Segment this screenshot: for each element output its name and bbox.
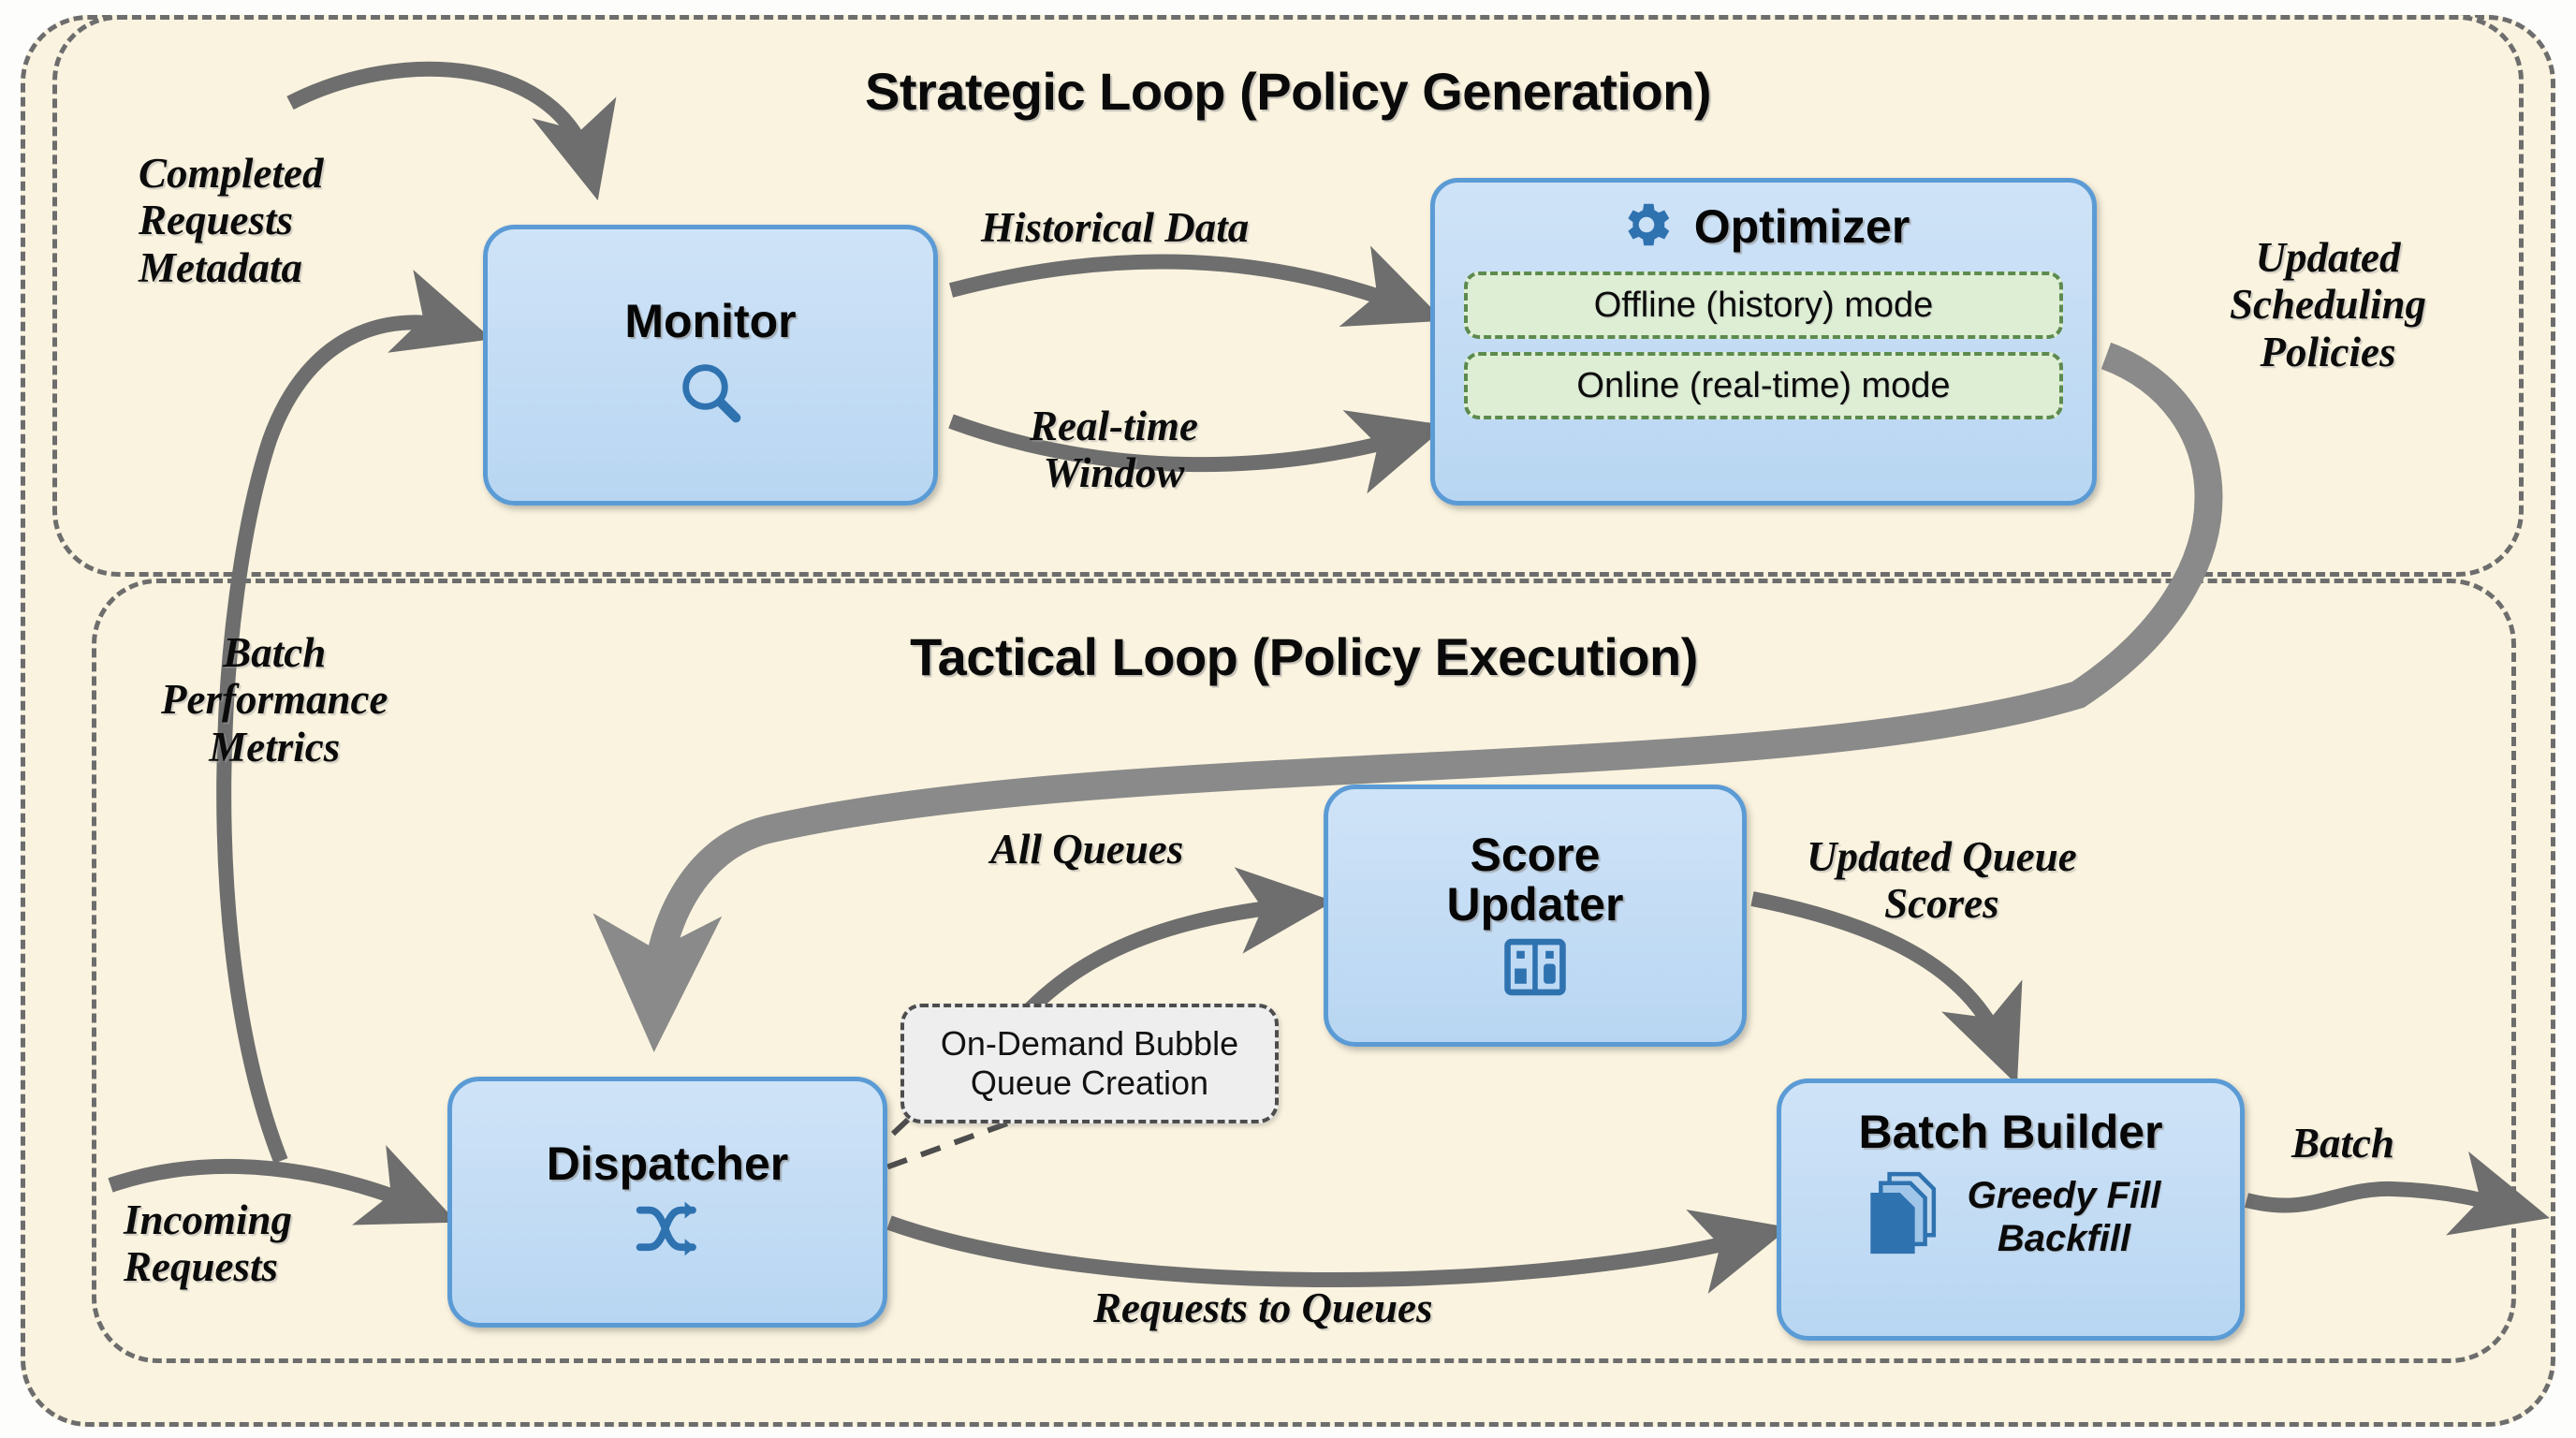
edge-label-batch: Batch xyxy=(2291,1120,2395,1167)
node-batch-builder[interactable]: Batch Builder Greedy Fill Backfill xyxy=(1777,1078,2245,1341)
optimizer-header: Optimizer xyxy=(1617,196,1910,258)
strategic-loop-title: Strategic Loop (Policy Generation) xyxy=(864,62,1712,121)
node-optimizer[interactable]: Optimizer Offline (history) mode Online … xyxy=(1430,178,2097,506)
edge-label-requests-to-queues: Requests to Queues xyxy=(1093,1284,1433,1331)
edge-label-updated-queue-scores: Updated Queue Scores xyxy=(1807,833,2077,928)
optimizer-mode-online[interactable]: Online (real-time) mode xyxy=(1464,352,2063,419)
strategic-loop-panel: Strategic Loop (Policy Generation) xyxy=(52,15,2524,577)
algo-greedy-fill: Greedy Fill xyxy=(1967,1175,2161,1216)
node-score-updater[interactable]: Score Updater xyxy=(1324,785,1747,1047)
documents-icon xyxy=(1861,1170,1947,1265)
node-batch-builder-label: Batch Builder xyxy=(1858,1106,2163,1158)
gear-icon xyxy=(1617,196,1676,258)
node-monitor-label: Monitor xyxy=(624,295,797,348)
algo-backfill: Backfill xyxy=(1997,1218,2131,1259)
edge-label-updated-scheduling-policies: Updated Scheduling Policies xyxy=(2230,234,2427,375)
magnifier-icon xyxy=(674,356,747,433)
callout-on-demand-bubble-queue: On-Demand Bubble Queue Creation xyxy=(900,1004,1279,1123)
batch-builder-algorithms: Greedy Fill Backfill xyxy=(1968,1174,2161,1260)
edge-label-all-queues: All Queues xyxy=(990,826,1184,873)
node-optimizer-label: Optimizer xyxy=(1693,200,1910,254)
edge-label-incoming-requests: Incoming Requests xyxy=(124,1196,293,1291)
optimizer-mode-offline[interactable]: Offline (history) mode xyxy=(1464,271,2063,339)
edge-label-batch-performance-metrics: Batch Performance Metrics xyxy=(161,629,388,770)
callout-line-1: On-Demand Bubble xyxy=(940,1023,1239,1063)
edge-label-real-time-window: Real-time Window xyxy=(1030,403,1198,497)
node-dispatcher-label: Dispatcher xyxy=(546,1137,789,1191)
shuffle-icon xyxy=(632,1198,703,1265)
node-dispatcher[interactable]: Dispatcher xyxy=(447,1077,887,1328)
tactical-loop-title: Tactical Loop (Policy Execution) xyxy=(910,627,1698,686)
node-score-updater-label-line1: Score xyxy=(1470,829,1601,881)
edge-label-historical-data: Historical Data xyxy=(981,204,1250,251)
batch-builder-body: Greedy Fill Backfill xyxy=(1861,1170,2161,1265)
node-monitor[interactable]: Monitor xyxy=(483,225,938,506)
edge-label-completed-requests-metadata: Completed Requests Metadata xyxy=(139,150,324,291)
callout-line-2: Queue Creation xyxy=(970,1064,1209,1102)
sliders-icon xyxy=(1504,938,1566,1001)
node-score-updater-label-line2: Updater xyxy=(1446,877,1624,931)
